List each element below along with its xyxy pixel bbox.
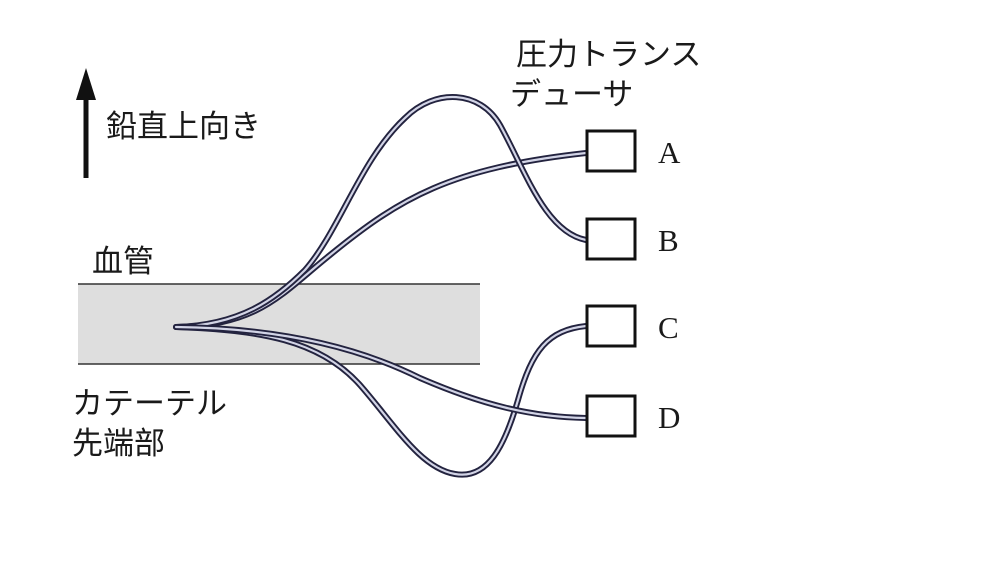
transducer-b-label: B <box>658 223 679 258</box>
transducer-b-box <box>585 217 637 261</box>
catheter-tip-label-line2: 先端部 <box>72 426 165 462</box>
transducer-d-box <box>585 394 637 438</box>
vertical-up-arrow <box>76 68 96 178</box>
catheter-tube-d <box>173 324 589 421</box>
transducer-label-line2: デューサ <box>510 77 633 113</box>
transducer-a-label: A <box>658 135 681 170</box>
catheter-tube-b <box>173 94 589 330</box>
vessel-label: 血管 <box>92 244 154 280</box>
catheter-tip-label-line1: カテーテル <box>72 386 227 422</box>
transducer-c-box <box>585 304 637 348</box>
transducer-c-label: C <box>658 310 679 345</box>
transducer-d-label: D <box>658 400 680 435</box>
transducer-a-box <box>585 129 637 173</box>
transducer-label-line1: 圧力トランス <box>516 37 701 73</box>
catheter-tube-c <box>173 323 589 478</box>
vertical-up-label: 鉛直上向き <box>106 109 261 145</box>
